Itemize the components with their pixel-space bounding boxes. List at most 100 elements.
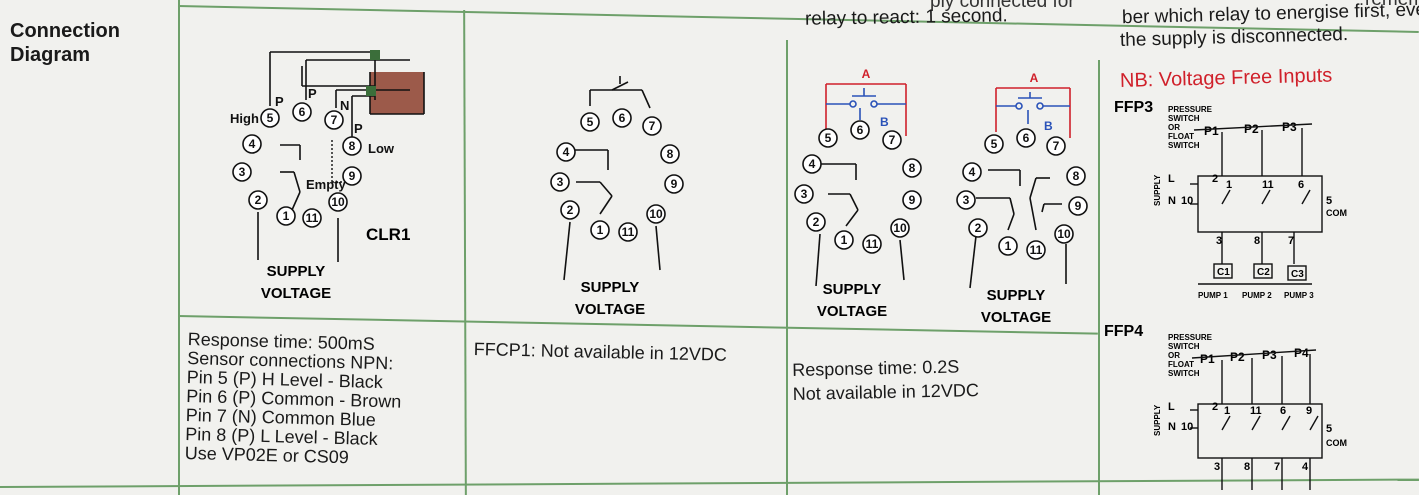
label-p3: P bbox=[354, 121, 363, 136]
clr1-title: CLR1 bbox=[366, 225, 410, 244]
ffp3-n-pin: 10 bbox=[1181, 195, 1193, 207]
ffp4-com: COM bbox=[1326, 438, 1347, 448]
clr1-pins: 5 6 7 8 9 10 11 1 2 3 4 bbox=[232, 102, 362, 228]
ffp4-t9: 9 bbox=[1306, 405, 1312, 417]
clr1-pin-6: 6 bbox=[299, 105, 306, 119]
label-p2: P bbox=[308, 86, 317, 101]
ffp4-t11: 11 bbox=[1250, 405, 1262, 417]
svg-text:5: 5 bbox=[825, 131, 832, 145]
d3-b-label: B bbox=[880, 115, 889, 129]
ffp3-sw-5: SWITCH bbox=[1168, 141, 1200, 150]
label-empty: Empty bbox=[306, 177, 347, 192]
d3-a2-label: A bbox=[1030, 71, 1039, 85]
ffp4-b4: 4 bbox=[1302, 461, 1309, 473]
svg-text:1: 1 bbox=[1005, 239, 1012, 253]
svg-text:1: 1 bbox=[841, 233, 848, 247]
svg-text:4: 4 bbox=[809, 157, 816, 171]
d2-supply-1: SUPPLY bbox=[581, 279, 640, 296]
clr1-pin-11: 11 bbox=[306, 211, 319, 225]
ffp4-sw-4: FLOAT bbox=[1168, 360, 1194, 369]
clr1-pin-2: 2 bbox=[255, 193, 262, 207]
d2-supply-2: VOLTAGE bbox=[575, 301, 645, 318]
svg-text:3: 3 bbox=[963, 193, 970, 207]
label-n: N bbox=[340, 98, 349, 113]
svg-text:10: 10 bbox=[649, 207, 663, 221]
ffp3-l: L bbox=[1168, 173, 1175, 185]
ffp3-sw-3: OR bbox=[1168, 123, 1180, 132]
clr1-pin-5: 5 bbox=[267, 111, 274, 125]
svg-text:2: 2 bbox=[975, 221, 982, 235]
ffp3-name: FFP3 bbox=[1114, 99, 1153, 116]
clr1-pin-3: 3 bbox=[239, 165, 246, 179]
ffp4-n-pin: 10 bbox=[1181, 421, 1193, 433]
svg-text:11: 11 bbox=[866, 237, 879, 251]
row-header-line1: Connection bbox=[10, 20, 120, 42]
svg-text:6: 6 bbox=[1023, 131, 1030, 145]
probe-high bbox=[370, 50, 380, 60]
ffp3-t1: 1 bbox=[1226, 179, 1232, 191]
svg-text:11: 11 bbox=[622, 225, 635, 239]
ffp3-c2: C2 bbox=[1257, 267, 1270, 278]
ffp3-t2: 2 bbox=[1212, 173, 1218, 185]
ffp4-t1: 1 bbox=[1224, 405, 1230, 417]
ffp4-sw-1: PRESSURE bbox=[1168, 333, 1213, 342]
ffp4-b8: 8 bbox=[1244, 461, 1250, 473]
svg-text:4: 4 bbox=[563, 145, 570, 159]
d3-supply-b-2: VOLTAGE bbox=[981, 309, 1051, 326]
svg-text:8: 8 bbox=[667, 147, 674, 161]
ffp3-pump1: PUMP 1 bbox=[1198, 291, 1228, 300]
grid-vline-3 bbox=[786, 40, 788, 495]
svg-text:10: 10 bbox=[1057, 227, 1071, 241]
svg-text:2: 2 bbox=[567, 203, 574, 217]
clr1-pin-8: 8 bbox=[349, 139, 356, 153]
notes-clr1: Response time: 500mS Sensor connections … bbox=[185, 329, 403, 469]
ffp4-p3: P3 bbox=[1262, 348, 1277, 362]
ffp3-c1: C1 bbox=[1217, 267, 1230, 278]
svg-text:6: 6 bbox=[619, 111, 626, 125]
ffp4-p1: P1 bbox=[1200, 352, 1215, 366]
svg-text:3: 3 bbox=[557, 175, 564, 189]
svg-text:4: 4 bbox=[969, 165, 976, 179]
ffp4-supply: SUPPLY bbox=[1153, 404, 1162, 436]
ffp3-p3: P3 bbox=[1282, 120, 1297, 134]
svg-text:7: 7 bbox=[649, 119, 656, 133]
d3-b2-label: B bbox=[1044, 119, 1053, 133]
tank-fill bbox=[370, 72, 424, 114]
ffp4-t2: 2 bbox=[1212, 401, 1218, 413]
ffp4-p2: P2 bbox=[1230, 350, 1245, 364]
ffp4-p4: P4 bbox=[1294, 346, 1309, 360]
svg-text:8: 8 bbox=[1073, 169, 1080, 183]
clr1-pin-9: 9 bbox=[349, 169, 356, 183]
clr1-pin-10: 10 bbox=[331, 195, 345, 209]
ffp3-c3: C3 bbox=[1291, 269, 1304, 280]
d3-a-label: A bbox=[862, 67, 871, 81]
ffp3-p2: P2 bbox=[1244, 122, 1259, 136]
d3-supply-b-1: SUPPLY bbox=[987, 287, 1046, 304]
svg-text:10: 10 bbox=[893, 221, 907, 235]
d3-supply-a-1: SUPPLY bbox=[823, 281, 882, 298]
clr1-supply-1: SUPPLY bbox=[267, 263, 326, 280]
ffp4-t5: 5 bbox=[1326, 423, 1332, 435]
ffp3-b7: 7 bbox=[1288, 235, 1294, 247]
svg-text:1: 1 bbox=[597, 223, 604, 237]
svg-text:7: 7 bbox=[889, 133, 896, 147]
ffp4-sw-5: SWITCH bbox=[1168, 369, 1200, 378]
label-p1: P bbox=[275, 94, 284, 109]
svg-text:11: 11 bbox=[1030, 243, 1043, 257]
ffp4-l: L bbox=[1168, 401, 1175, 413]
svg-text:3: 3 bbox=[801, 187, 808, 201]
col4-top-partial: ply connected for bbox=[930, 0, 1075, 12]
ffp4-b3: 3 bbox=[1214, 461, 1220, 473]
ffp3-com: COM bbox=[1326, 208, 1347, 218]
clr1-pin-7: 7 bbox=[331, 113, 338, 127]
ffp3-sw-4: FLOAT bbox=[1168, 132, 1194, 141]
grid-vline-1 bbox=[178, 0, 180, 495]
svg-text:5: 5 bbox=[587, 115, 594, 129]
svg-text:6: 6 bbox=[857, 123, 864, 137]
note-col3-2: Not available in 12VDC bbox=[792, 380, 980, 404]
ffp3-sw-1: PRESSURE bbox=[1168, 105, 1213, 114]
clr1-pin-1: 1 bbox=[283, 209, 290, 223]
